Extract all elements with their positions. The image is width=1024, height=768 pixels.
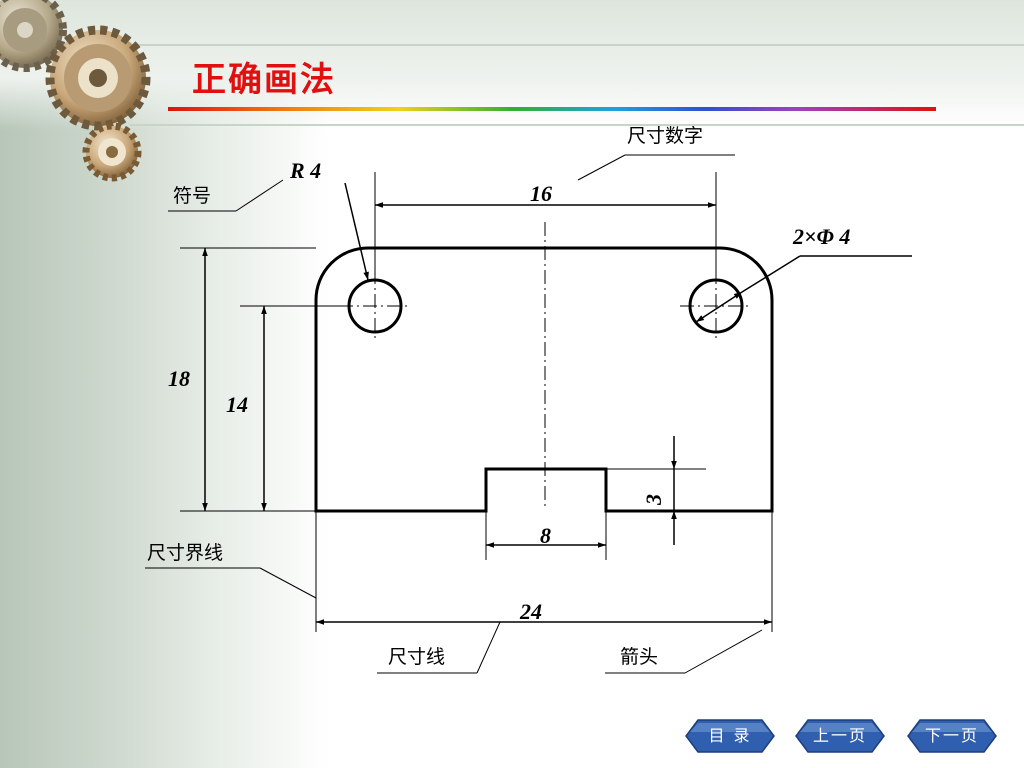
dim-value-3: 3: [641, 494, 666, 506]
dim-value-24: 24: [519, 599, 542, 624]
dim-value-14: 14: [226, 392, 248, 417]
nav-prev-button[interactable]: 上一页: [794, 718, 886, 754]
button-shape: [685, 719, 775, 753]
label-dimension-number: 尺寸数字: [627, 125, 703, 147]
dimension-lines: [202, 182, 912, 625]
button-shape: [795, 719, 885, 753]
gear-icon: [0, 0, 67, 72]
header-band-line: [130, 124, 1024, 126]
dim-value-8: 8: [540, 523, 551, 548]
leader-lines: [145, 154, 763, 674]
nav-contents-button[interactable]: 目 录: [684, 718, 776, 754]
nav-contents-label: 目 录: [708, 726, 752, 745]
gear-icon: [45, 25, 151, 131]
dim-value-holes: 2×Φ 4: [792, 224, 850, 249]
label-dimension-line: 尺寸线: [388, 646, 445, 668]
label-symbol: 符号: [173, 185, 211, 207]
label-extension-line: 尺寸界线: [147, 542, 223, 564]
dim-value-r4: R 4: [289, 158, 321, 183]
title-underline: [168, 107, 936, 111]
dim-value-16: 16: [530, 181, 552, 206]
centerlines: [339, 222, 752, 510]
header-band-line: [130, 44, 1024, 46]
nav-prev-label: 上一页: [812, 726, 867, 745]
part-outline: [314, 246, 774, 513]
extension-lines: [180, 172, 773, 632]
gear-icon: [82, 122, 142, 182]
nav-next-label: 下一页: [924, 726, 979, 745]
label-arrow: 箭头: [620, 646, 658, 668]
dim-value-18: 18: [168, 366, 190, 391]
gears-logo: [0, 0, 151, 182]
slide-title: 正确画法: [192, 60, 336, 100]
dim-line-dia4-leader: [741, 255, 801, 293]
nav-next-button[interactable]: 下一页: [906, 718, 998, 754]
dim-line-r4: [344, 182, 369, 281]
button-shape: [907, 719, 997, 753]
dim-line-dia4: [695, 291, 743, 323]
